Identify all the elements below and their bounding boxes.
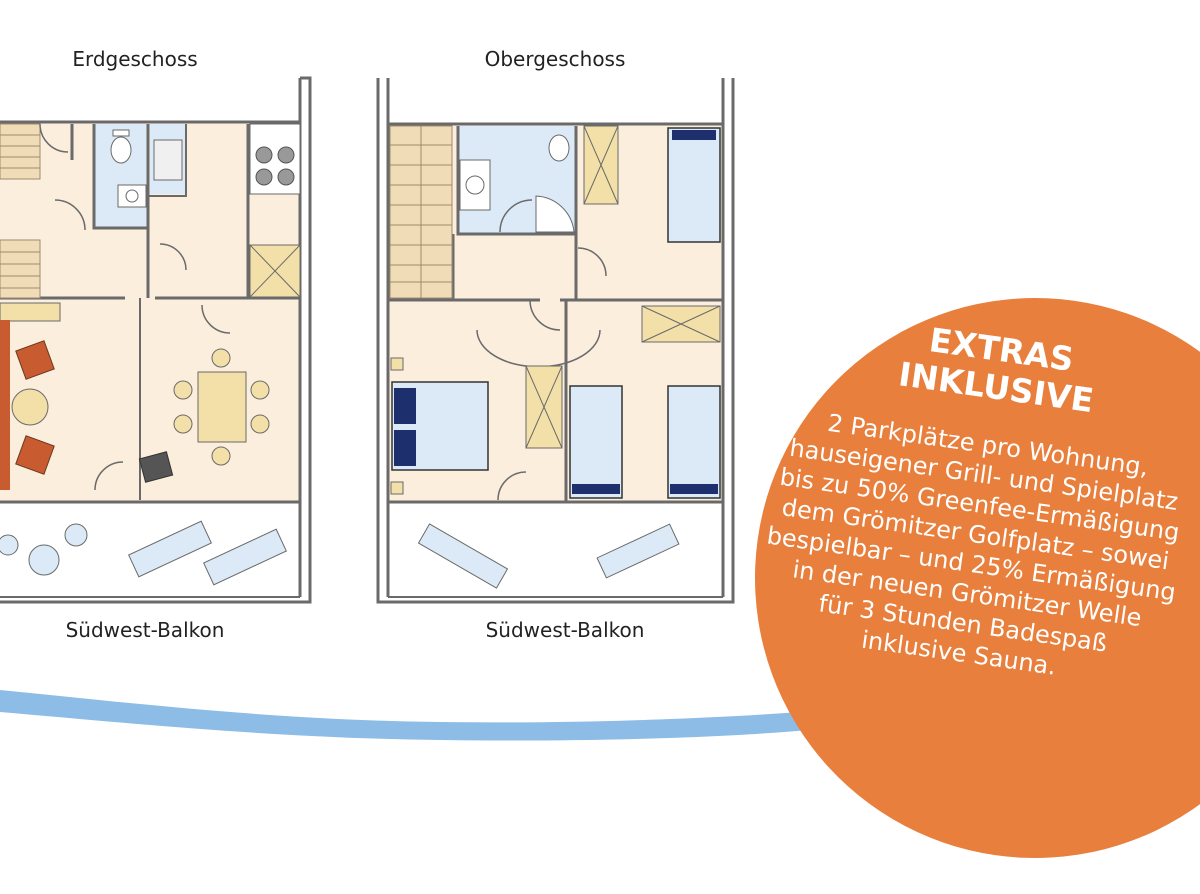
ground-wc-walls xyxy=(92,124,150,298)
upper-bath-walls xyxy=(456,126,578,300)
upper-toilet xyxy=(548,134,570,162)
armchair-1 xyxy=(15,340,55,380)
upper-floor-plan xyxy=(376,78,735,604)
tv-chair xyxy=(138,451,174,483)
nightstand-2 xyxy=(390,481,404,495)
ground-floor-plan xyxy=(0,76,312,604)
ground-outer-wall xyxy=(0,76,312,604)
ground-doors xyxy=(39,123,231,491)
dining-table xyxy=(197,371,247,443)
ground-kitchen-counter xyxy=(148,124,187,197)
bed-2 xyxy=(569,385,623,499)
coffee-table xyxy=(11,388,49,426)
nightstand-1 xyxy=(390,357,404,371)
armchair-2 xyxy=(15,435,55,475)
upper-floor-title: Obergeschoss xyxy=(484,47,626,71)
upper-wardrobes xyxy=(525,125,721,449)
ground-staircase xyxy=(0,123,41,299)
upper-basin xyxy=(459,159,491,211)
bed-pillows xyxy=(394,130,718,494)
upper-outer-wall xyxy=(376,78,735,604)
living-sofa xyxy=(0,320,10,490)
dining-chairs xyxy=(173,348,270,466)
floor-plan-drawing xyxy=(0,76,808,741)
bed-1 xyxy=(667,127,721,243)
upper-balcony-furniture xyxy=(417,523,680,589)
ground-balcony-label: Südwest-Balkon xyxy=(65,618,225,642)
bed-3 xyxy=(667,385,721,499)
kitchen-sink xyxy=(153,139,183,181)
shower xyxy=(535,195,575,233)
ground-cupboard xyxy=(249,244,301,298)
upper-balcony-label: Südwest-Balkon xyxy=(485,618,645,642)
extras-body: 2 Parkplätze pro Wohnung, hauseigener Gr… xyxy=(744,400,1200,698)
ground-sideboard xyxy=(0,302,61,322)
ground-balcony-furniture xyxy=(0,520,287,586)
ground-basin xyxy=(117,184,147,208)
ground-floor-title: Erdgeschoss xyxy=(72,47,198,71)
ground-toilet xyxy=(110,136,132,164)
decorative-wave xyxy=(0,690,808,741)
upper-staircase xyxy=(389,125,453,299)
